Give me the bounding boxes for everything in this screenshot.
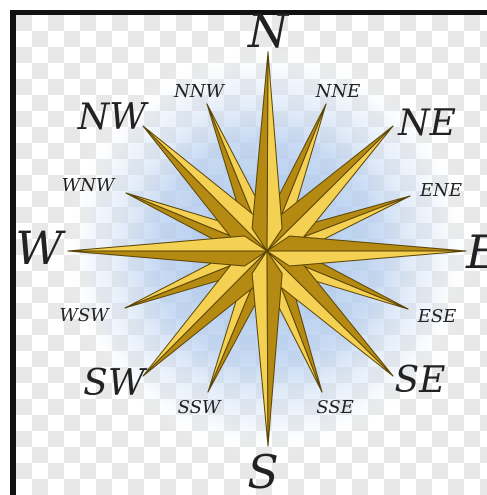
label-nne: NNE <box>315 81 361 102</box>
label-n: N <box>247 4 290 58</box>
label-w: W <box>15 221 66 275</box>
label-sse: SSE <box>316 397 354 418</box>
label-ssw: SSW <box>178 397 222 418</box>
label-nnw: NNW <box>173 81 226 102</box>
label-wsw: WSW <box>59 305 110 326</box>
label-nw: NW <box>77 97 150 138</box>
label-ese: ESE <box>417 306 457 327</box>
label-se: SE <box>395 360 446 401</box>
label-ene: ENE <box>419 180 462 201</box>
label-wnw: WNW <box>62 175 116 196</box>
label-e: E <box>465 225 487 279</box>
label-ne: NE <box>397 103 456 144</box>
label-s: S <box>247 445 279 495</box>
label-sw: SW <box>83 363 148 404</box>
